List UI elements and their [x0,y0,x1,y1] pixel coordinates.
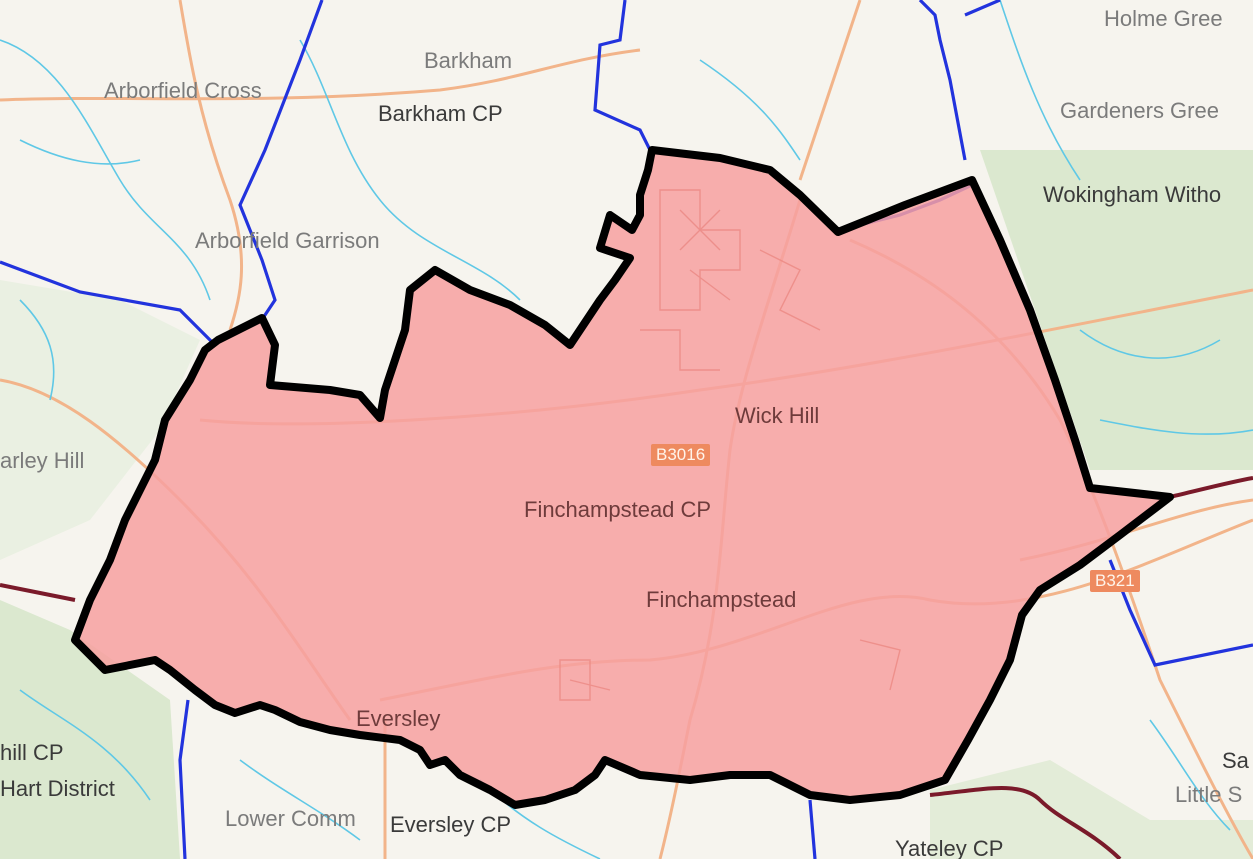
woodland-areas [0,150,1253,859]
label-finchampstead: Finchampstead [646,587,797,612]
urban-block-3 [640,329,720,371]
label-barkham-cp: Barkham CP [378,101,503,126]
road-shield-b3016: B3016 [651,444,711,466]
finchampstead-cp-area[interactable] [71,146,1174,809]
label-sa: Sa [1222,748,1249,773]
boundary-south-west [178,699,190,859]
district-boundary-south [929,786,1122,859]
stream-2 [299,39,521,301]
stream-11 [19,139,141,165]
boundary-barkham-east [593,0,652,151]
label-little-s: Little S [1175,782,1243,807]
road-north-east [798,0,862,181]
label-yateley-cp: Yateley CP [895,836,1004,859]
stream-12 [19,299,55,401]
urban-block-2 [679,209,731,301]
label-holme-green: Holme Gree [1104,6,1223,31]
stream-3 [699,59,801,161]
district-boundary-east [1169,476,1253,499]
road-shield-b321: B321 [1090,570,1140,592]
label-arborfield-cross: Arborfield Cross [104,78,262,103]
label-wick-hill: Wick Hill [735,403,820,428]
boundary-yateley [808,799,817,859]
road-arborfield [178,0,244,331]
label-eversley-cp: Eversley CP [390,812,512,837]
label-hill-cp: hill CP [0,740,64,765]
woodland-east [980,150,1253,470]
label-wokingham-without: Wokingham Witho [1043,182,1222,207]
stream-10 [1149,719,1231,831]
boundary-barkham-arborfield [238,0,324,319]
label-gardeners-green: Gardeners Gree [1060,98,1219,123]
label-finchampstead-cp: Finchampstead CP [524,497,712,522]
label-lower-common: Lower Comm [225,806,356,831]
label-hart-district: Hart District [0,776,115,801]
woodland-southwest [0,600,180,859]
urban-block-5 [559,659,611,701]
stream-7 [19,689,151,801]
boundary-arborfield-west [0,260,217,347]
district-boundary [0,476,1253,859]
urban-block-1 [659,189,741,311]
boundary-wokingham-north [918,0,967,161]
district-boundary-west [0,583,76,602]
woodland-south [930,760,1253,859]
woodland-west [0,280,200,560]
stream-8 [239,759,361,841]
road-north [0,48,641,102]
stream-1 [0,39,211,301]
stream-4 [999,0,1081,181]
urban-texture [559,189,901,701]
boundary-north-tip [964,0,1001,17]
stream-5 [1079,329,1221,359]
label-arley-hill: arley Hill [0,448,85,473]
label-arborfield-garrison: Arborfield Garrison [195,228,380,253]
urban-block-4 [759,249,821,331]
label-eversley: Eversley [356,706,441,731]
urban-block-6 [859,639,901,691]
label-barkham: Barkham [424,48,513,73]
stream-6 [1099,419,1253,435]
